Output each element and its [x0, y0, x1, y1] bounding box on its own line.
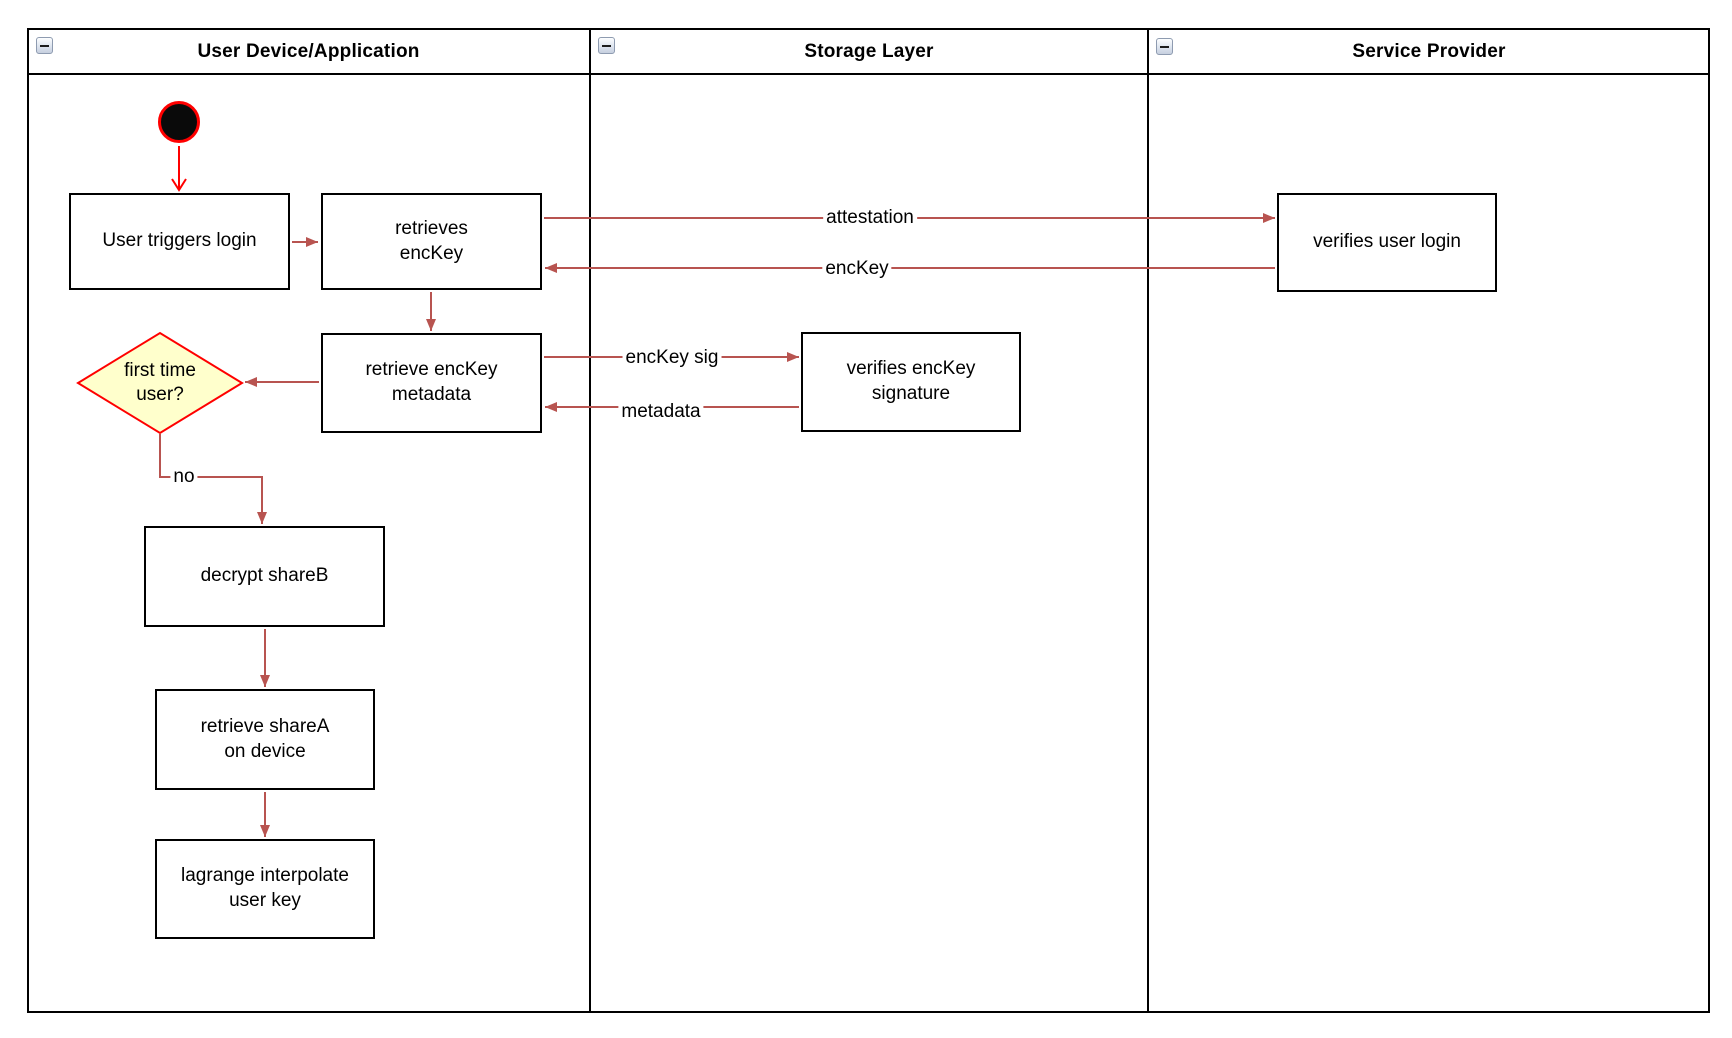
lane-title-user-device: User Device/Application: [197, 40, 420, 62]
node-verifies-enckey-signature: verifies encKey signature: [801, 332, 1021, 432]
minus-icon: [1160, 45, 1169, 48]
collapse-lane-button-service-provider[interactable]: [1156, 38, 1173, 55]
lane-title-service-provider: Service Provider: [1352, 40, 1506, 62]
lane-divider-2: [1147, 28, 1149, 1013]
initial-state-node: [158, 101, 200, 143]
collapse-lane-button-storage-layer[interactable]: [598, 37, 615, 54]
node-user-triggers-login: User triggers login: [69, 193, 290, 290]
edge-label-enckey: encKey: [822, 258, 892, 280]
lane-divider-1: [589, 28, 591, 1013]
collapse-lane-button-user-device[interactable]: [36, 37, 53, 54]
lane-header-divider: [27, 73, 1710, 75]
edge-label-attestation: attestation: [823, 207, 917, 229]
lane-title-storage-layer: Storage Layer: [804, 40, 934, 62]
node-lagrange-interpolate-user-key: lagrange interpolate user key: [155, 839, 375, 939]
node-retrieves-enckey: retrieves encKey: [321, 193, 542, 290]
edge-label-enckey-sig: encKey sig: [622, 347, 722, 369]
node-retrieve-enckey-metadata: retrieve encKey metadata: [321, 333, 542, 433]
minus-icon: [40, 44, 49, 47]
minus-icon: [602, 44, 611, 47]
edge-label-metadata: metadata: [618, 401, 704, 423]
node-retrieve-sharea-on-device: retrieve shareA on device: [155, 689, 375, 790]
node-first-time-user: first time user?: [124, 360, 196, 405]
decision-diamond-shape: [76, 331, 244, 435]
node-decrypt-shareb: decrypt shareB: [144, 526, 385, 627]
edge-label-no: no: [170, 466, 198, 488]
node-verifies-user-login: verifies user login: [1277, 193, 1497, 292]
